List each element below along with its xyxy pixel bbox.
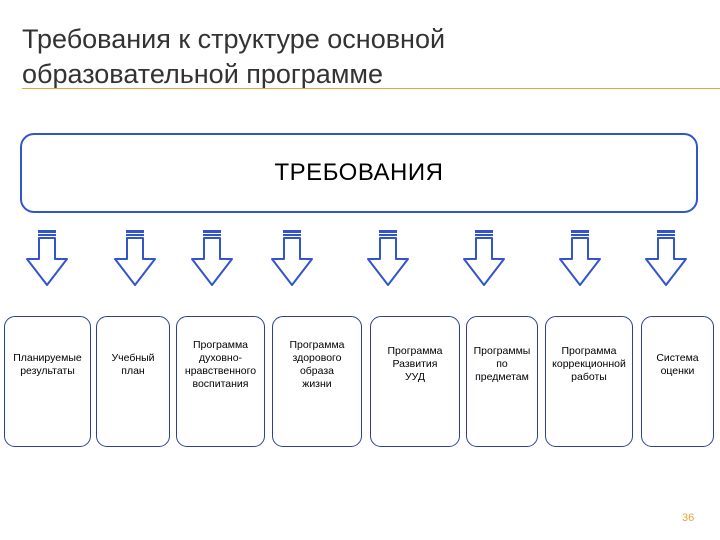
requirements-header-box: ТРЕБОВАНИЯ — [20, 133, 698, 213]
requirement-box-uud-development: Программа Развития УУД — [370, 316, 460, 447]
requirement-label: Программа коррекционной работы — [552, 345, 626, 383]
down-arrow-icon — [645, 230, 687, 286]
requirements-label: ТРЕБОВАНИЯ — [274, 159, 444, 186]
requirement-box-correctional-work: Программа коррекционной работы — [545, 316, 633, 447]
down-arrow-icon — [463, 230, 505, 286]
down-arrow-icon — [114, 230, 156, 286]
requirement-label: Программа духовно- нравственного воспита… — [184, 338, 257, 390]
requirement-box-healthy-lifestyle: Программа здорового образа жизни — [272, 316, 362, 447]
requirement-box-assessment-system: Система оценки — [641, 316, 714, 447]
requirement-label: Система оценки — [656, 351, 699, 377]
requirement-box-subject-programs: Программы по предметам — [466, 316, 538, 447]
title-underline — [22, 88, 720, 89]
down-arrow-icon — [559, 230, 601, 286]
down-arrow-icon — [271, 230, 313, 286]
slide-title: Требования к структуре основной образова… — [22, 24, 446, 89]
requirement-label: Учебный план — [111, 351, 155, 377]
page-number: 36 — [682, 512, 695, 524]
requirement-box-curriculum: Учебный план — [96, 316, 170, 447]
requirement-label: Программы по предметам — [473, 345, 531, 383]
requirement-label: Программа здорового образа жизни — [289, 338, 345, 390]
requirement-box-planned-results: Планируемые результаты — [4, 316, 91, 447]
down-arrow-icon — [191, 230, 233, 286]
requirement-box-moral-education: Программа духовно- нравственного воспита… — [176, 316, 265, 447]
down-arrow-icon — [26, 230, 68, 286]
requirement-label: Планируемые результаты — [13, 351, 82, 377]
down-arrow-icon — [367, 230, 409, 286]
requirement-label: Программа Развития УУД — [387, 345, 443, 383]
